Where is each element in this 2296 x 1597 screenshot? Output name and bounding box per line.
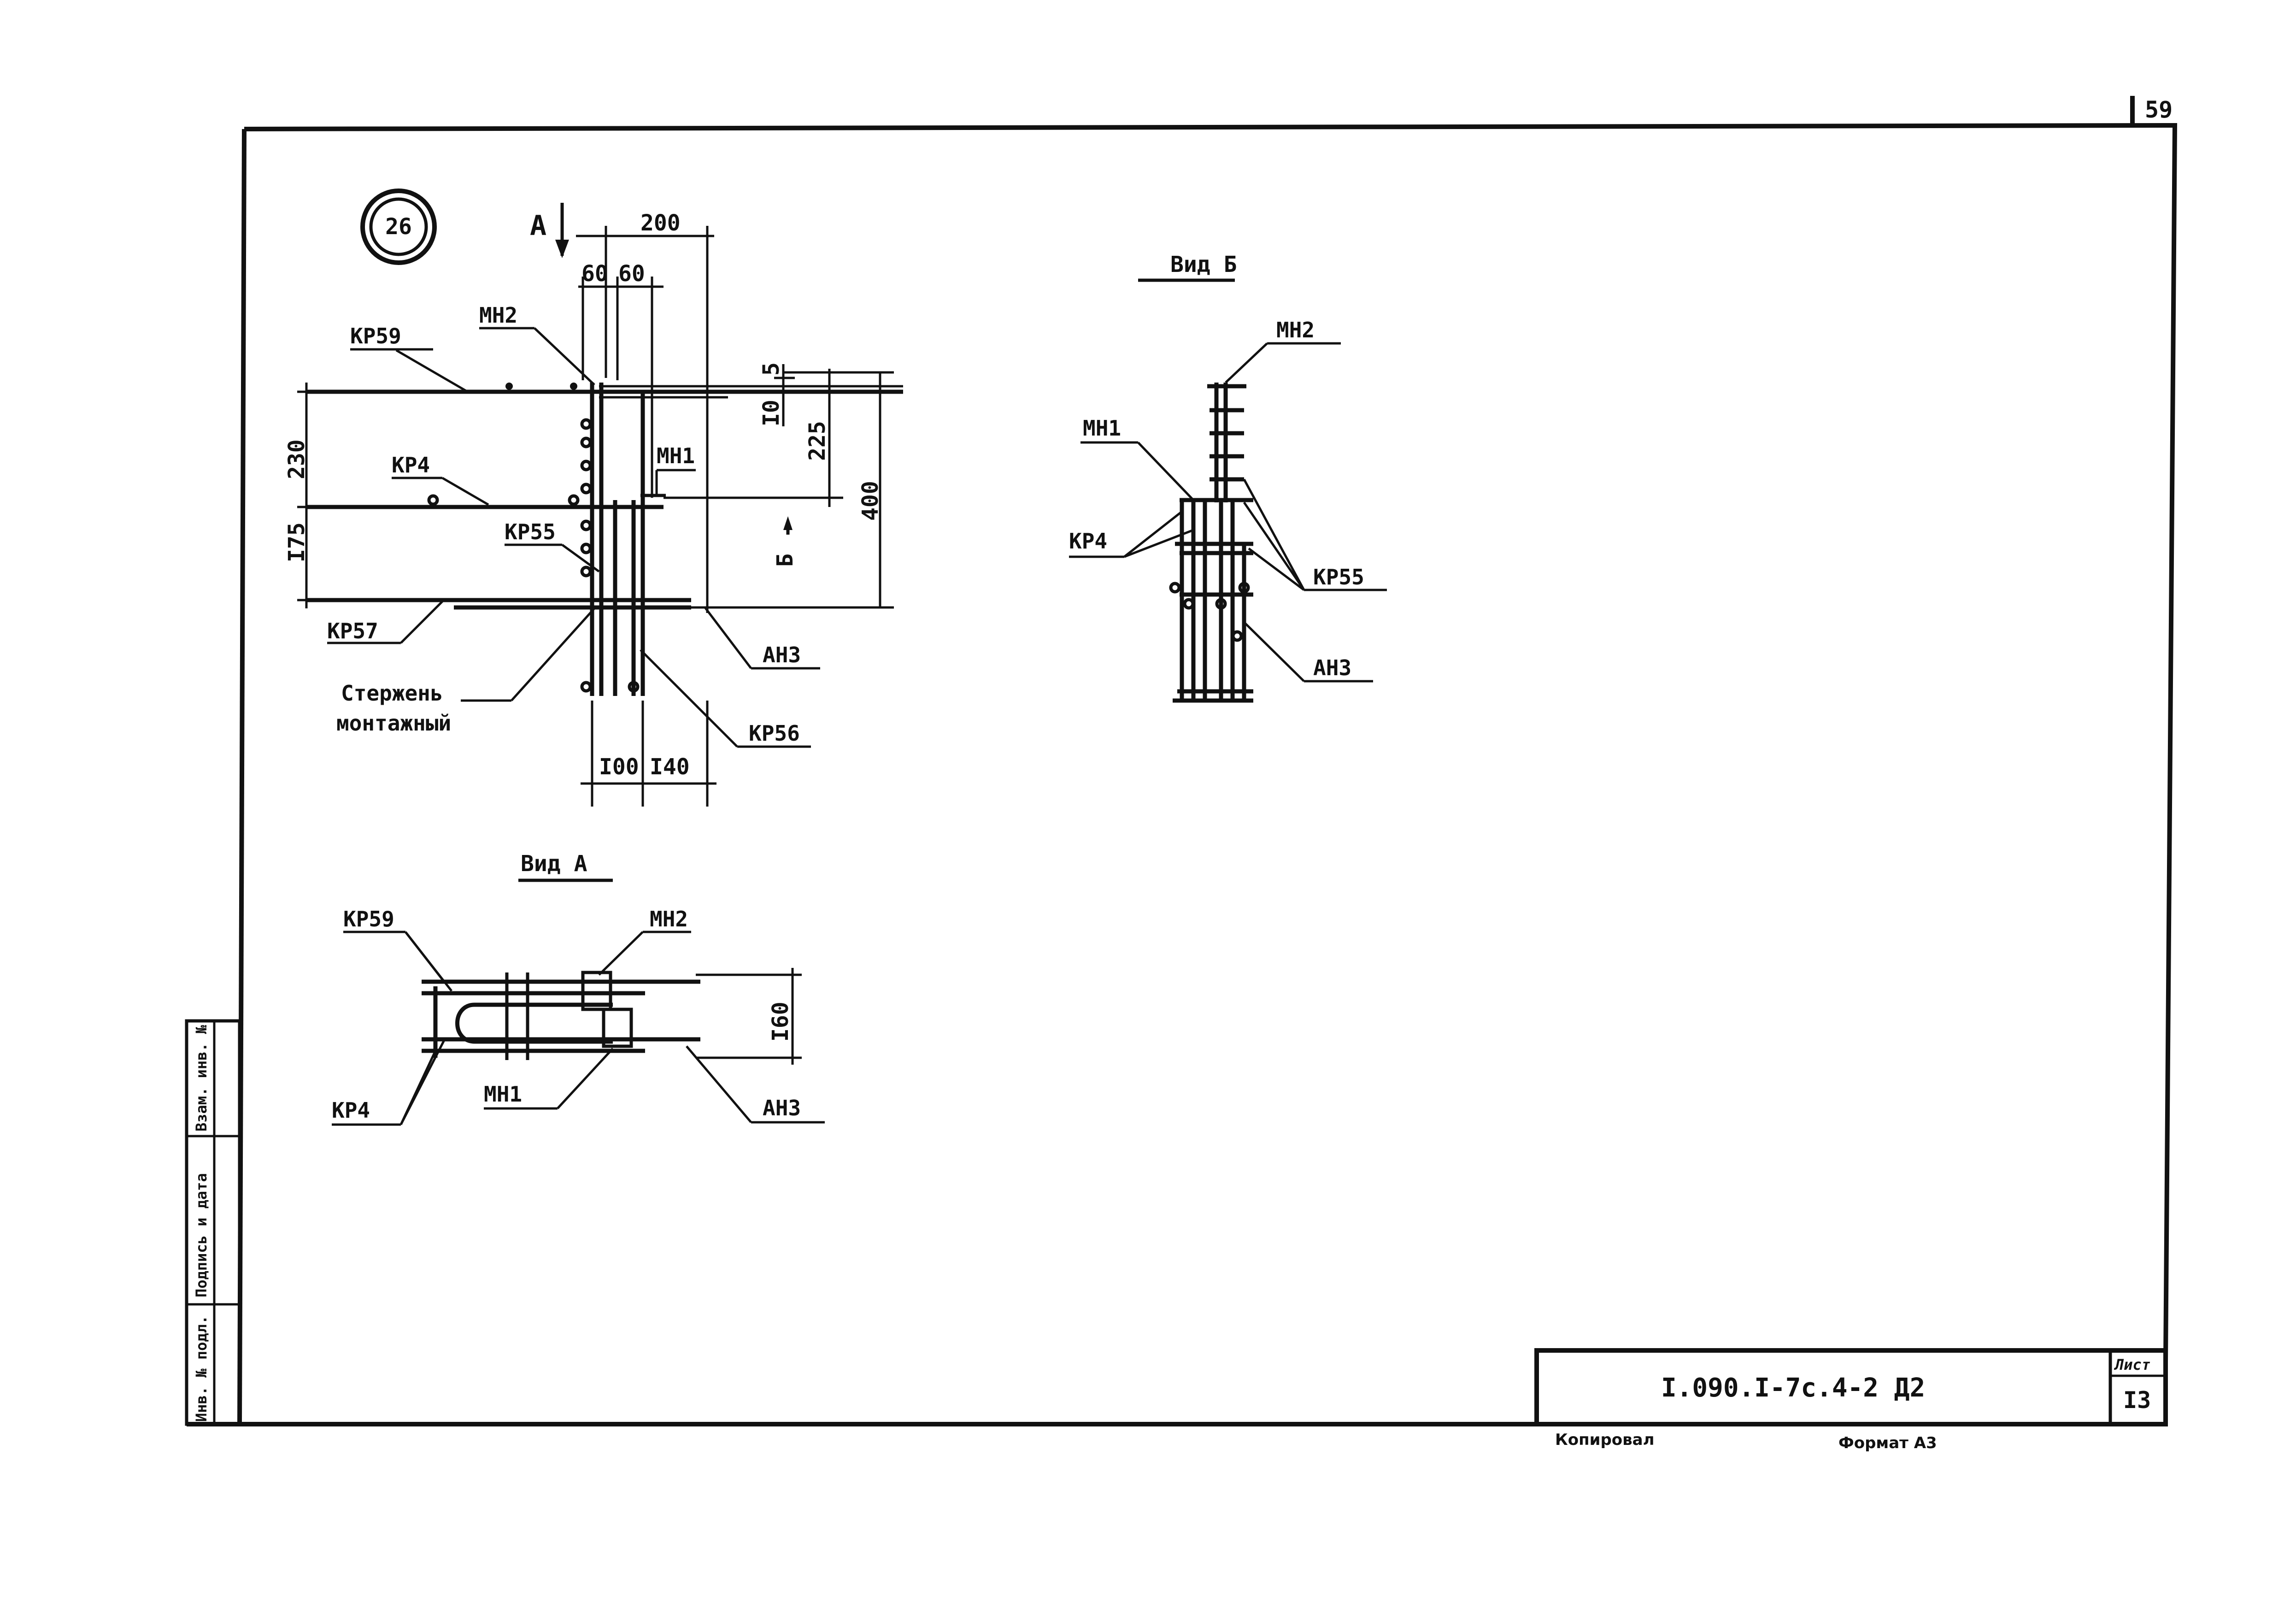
label-mn2-view-b: МН2 (1276, 318, 1315, 342)
detail-number: 26 (385, 214, 412, 240)
stamp-inv-podl: Инв. № подл. (193, 1315, 210, 1422)
dim-60-left: 60 (581, 261, 608, 287)
label-kp4: КР4 (392, 453, 430, 477)
view-b-title: Вид Б (1170, 252, 1237, 277)
dim-200: 200 (640, 210, 681, 236)
label-kp57: КР57 (327, 619, 378, 643)
dim-60-right: 60 (618, 261, 645, 287)
label-an3-view-a: АН3 (763, 1096, 801, 1120)
dim-175: I75 (284, 522, 310, 562)
label-kp59-view-a: КР59 (343, 907, 394, 931)
label-an3-view-b: АН3 (1313, 655, 1351, 680)
label-mn1: МН1 (657, 443, 695, 468)
detail-circle-inner (369, 197, 428, 256)
label-kp59: КР59 (350, 324, 401, 348)
side-stamp: Инв. № подл. Подпись и дата Взам. инв. № (185, 1019, 241, 1426)
label-kp4-view-b: КР4 (1069, 529, 1107, 554)
page-number: 59 (2145, 96, 2173, 123)
frame-top-right (244, 123, 2178, 1362)
dim-400: 400 (857, 481, 883, 521)
stamp-vzam-inv: Взам. инв. № (193, 1025, 210, 1131)
view-a: Вид А I60 КР59 МН2 КР4 МН1 АН3 (332, 851, 825, 1126)
label-kp56: КР56 (749, 721, 800, 746)
footer-copied: Копировал (1555, 1431, 1655, 1449)
label-mn1-view-b: МН1 (1083, 416, 1121, 441)
view-b: Вид Б МН2 МН1 КР4 (1069, 252, 1387, 703)
dim-10: I0 (758, 400, 784, 426)
label-mn2-view-a: МН2 (650, 907, 688, 931)
bar-sections (427, 383, 640, 693)
dim-5: 5 (758, 362, 784, 376)
section-arrow-b-head (783, 516, 793, 530)
dim-100: I00 (599, 754, 639, 780)
label-mn2: МН2 (479, 303, 517, 328)
dim-160: I60 (768, 1002, 793, 1042)
main-section: А 200 60 60 (284, 203, 903, 807)
label-kp55: КР55 (505, 519, 556, 544)
section-arrow-a-label: А (530, 210, 546, 242)
label-rod-line1: Стержень (341, 681, 443, 706)
label-mn1-view-a: МН1 (484, 1082, 522, 1107)
footer-format: Формат А3 (1838, 1434, 1937, 1452)
dim-230: 230 (284, 439, 310, 479)
label-an3-main: АН3 (763, 642, 801, 667)
label-kp4-view-a: КР4 (332, 1098, 370, 1123)
view-a-title: Вид А (521, 851, 587, 877)
section-arrow-b-label: Б (772, 554, 798, 567)
dim-140: I40 (650, 754, 690, 780)
sheet-number: I3 (2123, 1387, 2151, 1414)
stamp-podp-data: Подпись и дата (193, 1173, 210, 1297)
dim-225: 225 (804, 421, 830, 461)
doc-code: I.090.I-7с.4-2 Д2 (1661, 1373, 1925, 1403)
section-arrow-a-head (555, 240, 569, 258)
sheet-label: Лист (2114, 1356, 2150, 1373)
detail-circle-outer (360, 189, 437, 265)
label-rod-line2: монтажный (336, 711, 451, 736)
title-block: I.090.I-7с.4-2 Д2 Лист I3 (1534, 1348, 2168, 1426)
label-kp55-view-b: КР55 (1313, 565, 1364, 589)
